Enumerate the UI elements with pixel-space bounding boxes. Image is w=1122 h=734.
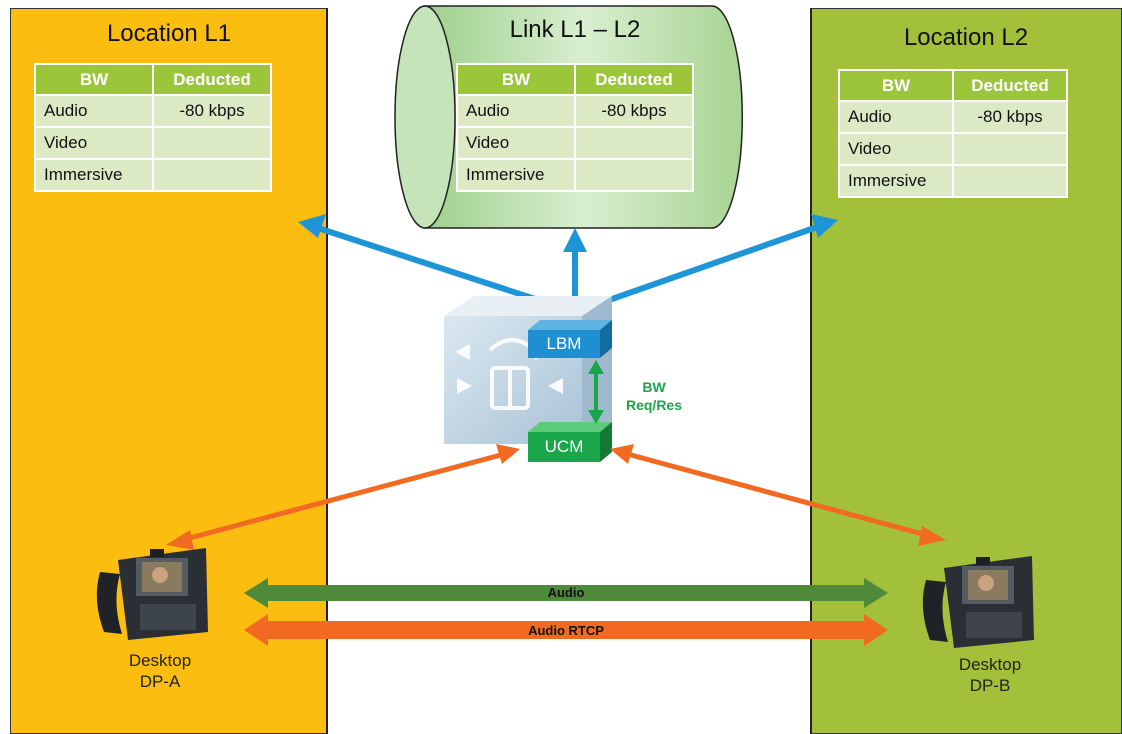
bandwidth-table-link: BW Deducted Audio -80 kbps Video Immersi…	[456, 63, 694, 192]
desk-phone-b-icon	[922, 556, 1034, 648]
phone-b-line2: DP-B	[969, 676, 1011, 695]
phone-b-line1: Desktop	[958, 655, 1022, 674]
table-row: Video	[840, 134, 1066, 164]
signaling-arrows	[166, 444, 946, 550]
blue-arrowheads	[298, 214, 838, 252]
lbm-label: LBM	[546, 334, 582, 353]
row-label: Audio	[840, 102, 952, 132]
table-header-bw: BW	[458, 65, 574, 94]
desk-phone-a-icon	[96, 548, 208, 640]
row-label: Video	[458, 128, 574, 158]
row-value	[154, 160, 270, 190]
bw-req-res-arrow	[588, 360, 604, 424]
row-value: -80 kbps	[954, 102, 1066, 132]
table-row: Immersive	[840, 166, 1066, 196]
row-label: Video	[36, 128, 152, 158]
row-label: Video	[840, 134, 952, 164]
req-res-label: Req/Res	[625, 397, 683, 413]
audio-rtcp-flow-arrow	[244, 614, 888, 646]
location-l1-title: Location L1	[106, 20, 232, 47]
lbm-box	[528, 320, 612, 358]
link-title: Link L1 – L2	[509, 16, 641, 43]
phone-b-label: Desktop DP-B	[930, 654, 1050, 696]
row-value	[954, 166, 1066, 196]
location-l2-title: Location L2	[903, 24, 1029, 51]
table-row: Immersive	[36, 160, 270, 190]
phone-a-line2: DP-A	[139, 672, 181, 691]
row-value	[576, 160, 692, 190]
row-label: Audio	[36, 96, 152, 126]
table-header-deducted: Deducted	[154, 65, 270, 94]
table-row: Audio -80 kbps	[458, 96, 692, 126]
table-row: Audio -80 kbps	[840, 102, 1066, 132]
phone-a-label: Desktop DP-A	[100, 650, 220, 692]
ucm-label: UCM	[544, 437, 584, 456]
audio-flow-arrow	[244, 578, 888, 608]
table-header-deducted: Deducted	[576, 65, 692, 94]
row-label: Immersive	[840, 166, 952, 196]
phone-a-line1: Desktop	[128, 651, 192, 670]
table-header-bw: BW	[840, 71, 952, 100]
row-label: Immersive	[458, 160, 574, 190]
server-icon	[444, 296, 612, 444]
bandwidth-table-l2: BW Deducted Audio -80 kbps Video Immersi…	[838, 69, 1068, 198]
table-row: Audio -80 kbps	[36, 96, 270, 126]
row-label: Audio	[458, 96, 574, 126]
table-row: Video	[458, 128, 692, 158]
audio-flow-label: Audio	[547, 585, 585, 600]
table-header-bw: BW	[36, 65, 152, 94]
ucm-box	[528, 422, 612, 462]
bw-label: BW	[642, 379, 666, 395]
table-header-deducted: Deducted	[954, 71, 1066, 100]
audio-rtcp-flow-label: Audio RTCP	[528, 623, 604, 638]
row-value	[954, 134, 1066, 164]
bandwidth-table-l1: BW Deducted Audio -80 kbps Video Immersi…	[34, 63, 272, 192]
table-row: Video	[36, 128, 270, 158]
row-value	[576, 128, 692, 158]
row-label: Immersive	[36, 160, 152, 190]
row-value: -80 kbps	[154, 96, 270, 126]
table-row: Immersive	[458, 160, 692, 190]
bw-req-res-label: BW Req/Res	[614, 378, 694, 414]
row-value	[154, 128, 270, 158]
row-value: -80 kbps	[576, 96, 692, 126]
